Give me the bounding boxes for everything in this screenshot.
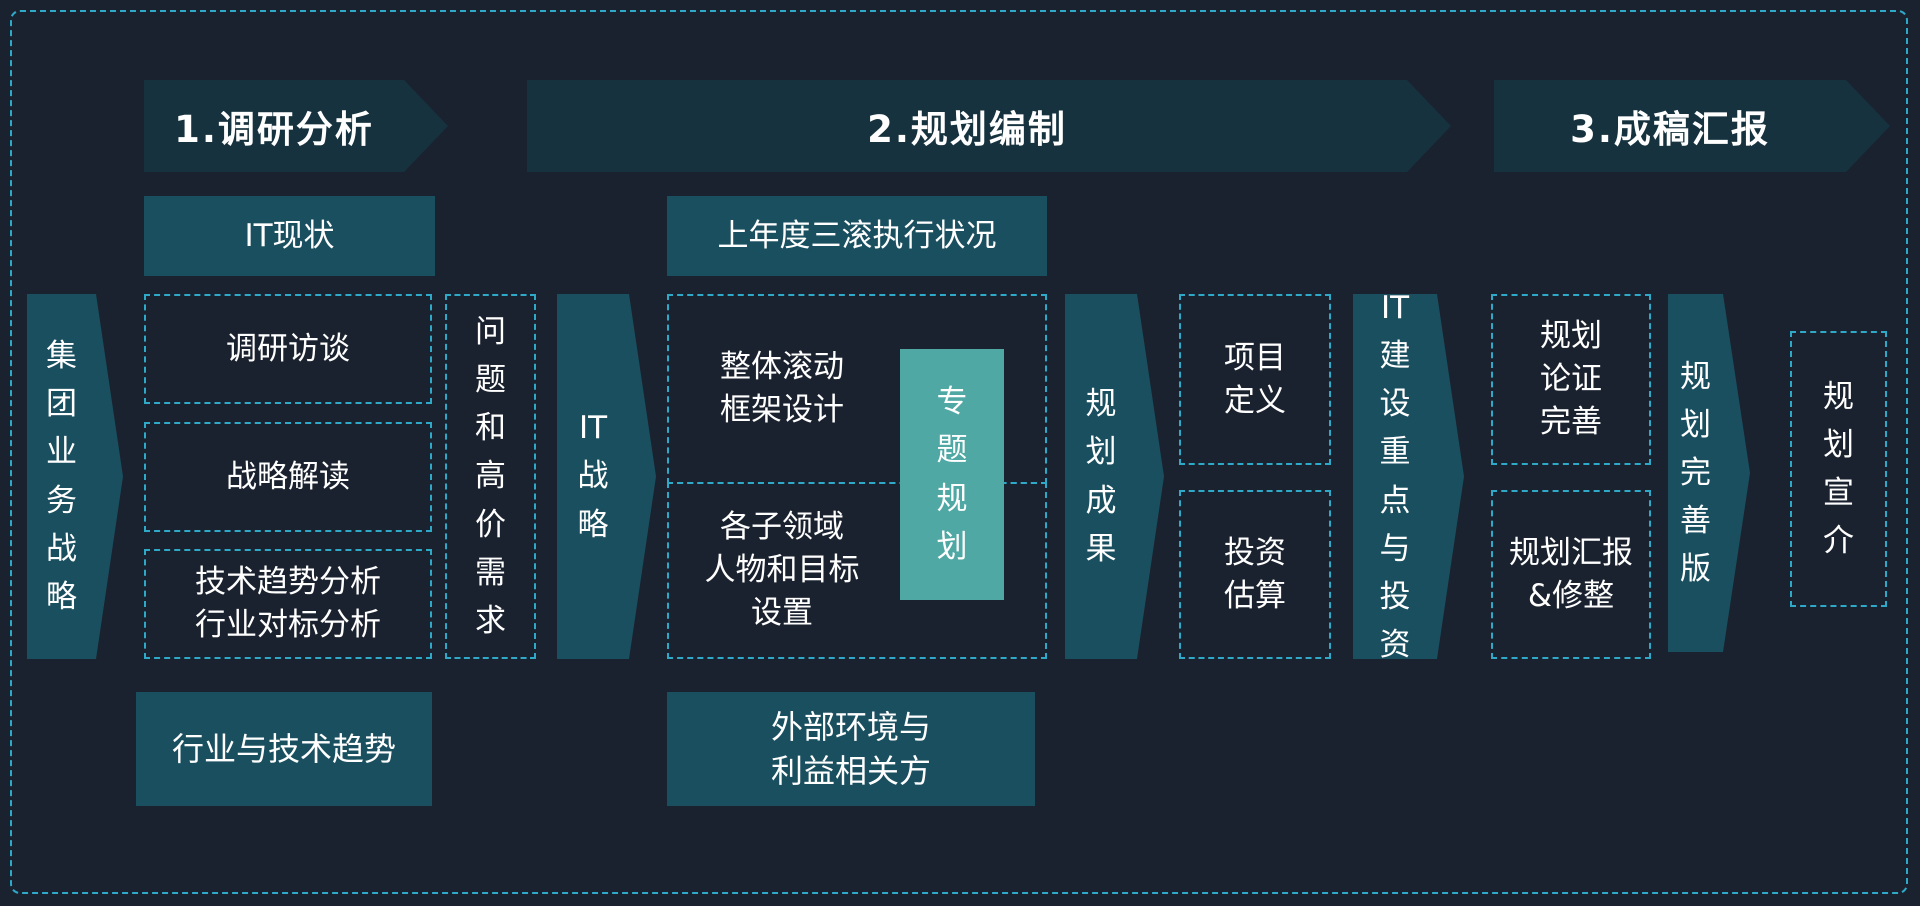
- phase-header-label: 1.调研分析: [174, 108, 374, 151]
- node-label: 外部环境与 利益相关方: [770, 707, 931, 790]
- node-label: IT建设重点与投资: [1379, 290, 1411, 663]
- node-label: 规划完善版: [1680, 358, 1711, 588]
- phase-header-research: 1.调研分析: [144, 80, 448, 172]
- node-label: 项目 定义: [1224, 339, 1286, 419]
- node-last-year-execution: 上年度三滚执行状况: [667, 196, 1047, 276]
- node-label: 战略解读: [226, 458, 350, 495]
- node-label: 行业与技术趋势: [171, 729, 396, 768]
- node-label: 整体滚动 框架设计: [720, 349, 844, 428]
- phase-header-label: 3.成稿汇报: [1570, 108, 1770, 151]
- node-project-definition: 项目 定义: [1179, 294, 1331, 465]
- node-it-strategy: IT战略: [557, 294, 656, 659]
- phase-header-label: 2.规划编制: [867, 108, 1067, 151]
- node-label: 技术趋势分析 行业对标分析: [195, 564, 381, 643]
- node-research-interview: 调研访谈: [144, 294, 432, 404]
- node-it-focus-investment: IT建设重点与投资: [1353, 294, 1464, 659]
- node-plan-report-revision: 规划汇报 &修整: [1491, 490, 1651, 659]
- node-it-status: IT现状: [144, 196, 435, 276]
- node-plan-validation: 规划 论证 完善: [1491, 294, 1651, 465]
- node-plan-final-version: 规划完善版: [1668, 294, 1750, 652]
- phase-header-report: 3.成稿汇报: [1494, 80, 1890, 172]
- node-planning-results: 规划成果: [1065, 294, 1164, 659]
- node-label: IT战略: [577, 410, 609, 543]
- node-special-planning: 专题规划: [900, 349, 1004, 600]
- node-group-business-strategy: 集团业务战略: [27, 294, 123, 659]
- node-label: 投资 估算: [1224, 534, 1286, 614]
- node-label: 专题规划: [936, 384, 968, 565]
- node-label: 集团业务战略: [46, 338, 77, 615]
- node-subdomain-goals: 各子领域 人物和目标 设置: [667, 482, 1047, 659]
- node-investment-estimate: 投资 估算: [1179, 490, 1331, 659]
- node-strategy-interpretation: 战略解读: [144, 422, 432, 532]
- node-plan-promotion: 规划宣介: [1790, 331, 1887, 607]
- node-label: 各子领域 人物和目标 设置: [704, 509, 860, 631]
- node-external-environment: 外部环境与 利益相关方: [667, 692, 1035, 806]
- node-label: 规划宣介: [1823, 378, 1854, 560]
- node-tech-trend-analysis: 技术趋势分析 行业对标分析: [144, 549, 432, 659]
- node-label: 问题和高价需求: [475, 314, 506, 639]
- phase-header-planning: 2.规划编制: [527, 80, 1451, 172]
- node-problems-and-needs: 问题和高价需求: [445, 294, 536, 659]
- node-label: 规划 论证 完善: [1540, 318, 1602, 440]
- node-label: 调研访谈: [226, 330, 350, 367]
- node-label: 规划成果: [1085, 386, 1117, 567]
- node-label: 规划汇报 &修整: [1509, 534, 1633, 614]
- node-label: 上年度三滚执行状况: [717, 217, 997, 254]
- node-industry-tech-trend: 行业与技术趋势: [136, 692, 432, 806]
- node-label: IT现状: [244, 217, 335, 254]
